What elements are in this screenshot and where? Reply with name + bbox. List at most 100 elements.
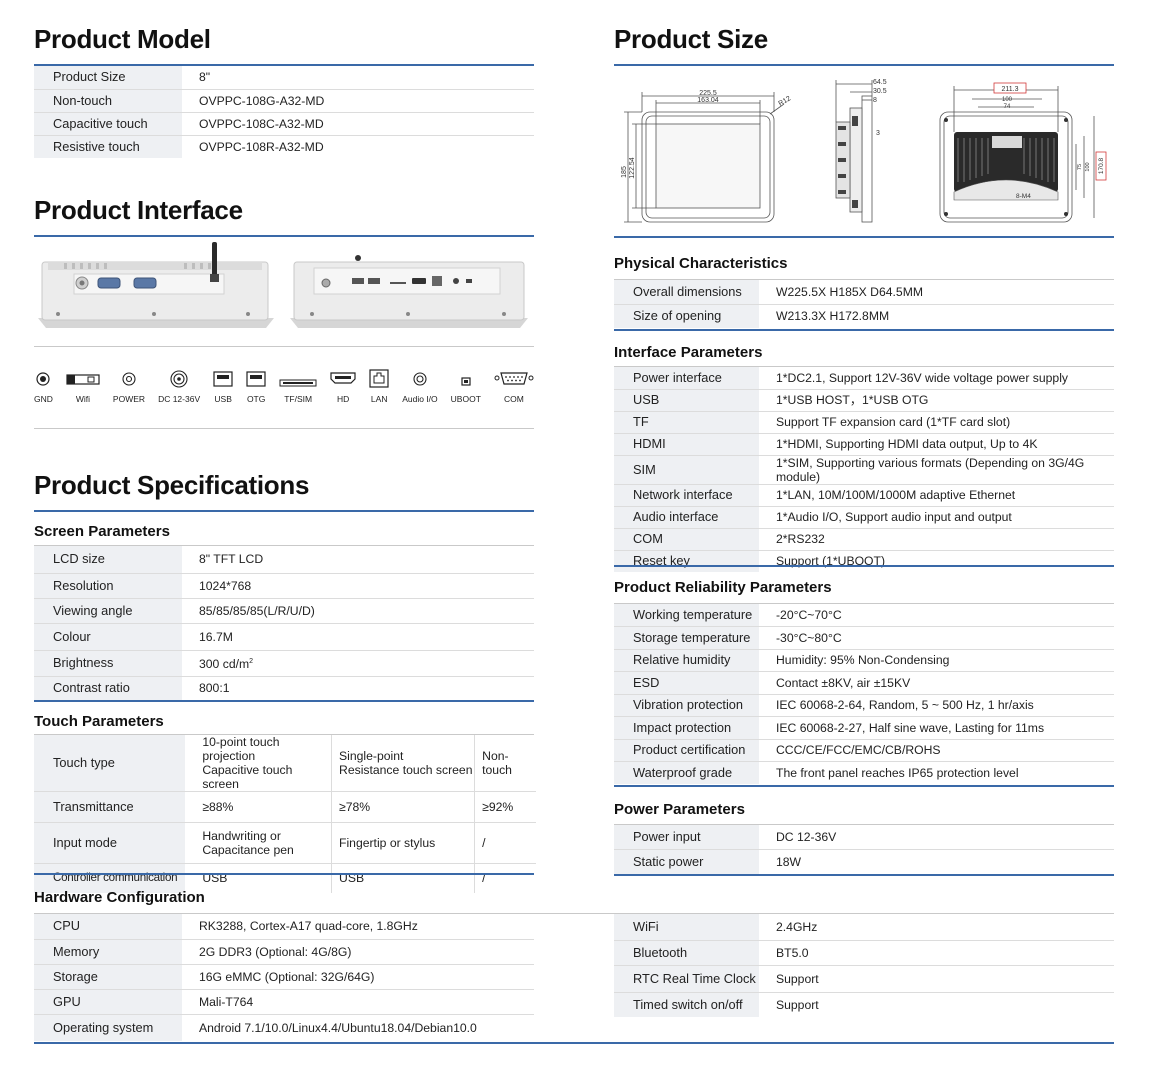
spec-value-text: 2*RS232 bbox=[776, 532, 825, 546]
spec-value-text: IEC 60068-2-64, Random, 5 ~ 500 Hz, 1 hr… bbox=[776, 698, 1034, 713]
spec-value-superscript: 2 bbox=[249, 657, 254, 665]
spec-value-text: 1*Audio I/O, Support audio input and out… bbox=[776, 510, 1012, 524]
spec-value-text: 1*HDMI, Supporting HDMI data output, Up … bbox=[776, 437, 1038, 451]
touch-key: Transmittance bbox=[34, 791, 186, 823]
spec-value: -30°C~80°C bbox=[759, 626, 1114, 650]
spec-value-text: BT5.0 bbox=[776, 945, 809, 960]
touch-cell-c1: USB bbox=[202, 871, 228, 886]
interface-item-wifi: Wifi bbox=[66, 368, 100, 404]
dim-back-mount: 8-M4 bbox=[1016, 193, 1031, 200]
spec-value: OVPPC-108G-A32-MD bbox=[182, 89, 534, 113]
touch-cell-c2: Fingertip or stylus bbox=[331, 822, 475, 864]
spec-key: Colour bbox=[34, 623, 182, 651]
spec-value-text: 16G eMMC (Optional: 32G/64G) bbox=[199, 969, 375, 984]
hardware-rule bbox=[34, 913, 1114, 914]
spec-value-text: IEC 60068-2-27, Half sine wave, Lasting … bbox=[776, 720, 1045, 735]
interface-label: TF/SIM bbox=[284, 394, 313, 404]
spec-value-text: 16.7M bbox=[199, 629, 233, 644]
audio-icon bbox=[413, 372, 427, 386]
touch-cell-c1: ≥88% bbox=[185, 791, 332, 823]
spec-key: Brightness bbox=[34, 650, 182, 677]
spec-value: 18W bbox=[759, 850, 1114, 875]
interface-label: HD bbox=[337, 394, 350, 404]
spec-key: Storage bbox=[34, 964, 182, 990]
spec-value: Android 7.1/10.0/Linux4.4/Ubuntu18.04/De… bbox=[182, 1014, 534, 1041]
spec-value: Support bbox=[759, 965, 1114, 993]
interface-rule-top bbox=[34, 346, 534, 347]
spec-value-text: RK3288, Cortex-A17 quad-core, 1.8GHz bbox=[199, 919, 418, 934]
spec-row: Waterproof grade The front panel reaches … bbox=[614, 761, 1114, 785]
spec-value: Support TF expansion card (1*TF card slo… bbox=[759, 411, 1114, 434]
spec-value: W225.5X H185X D64.5MM bbox=[759, 280, 1114, 305]
interface-label: DC 12-36V bbox=[158, 394, 201, 404]
spec-key: ESD bbox=[614, 671, 759, 695]
dim-front-height-inner: 122.54 bbox=[629, 157, 636, 179]
spec-key: RTC Real Time Clock bbox=[614, 965, 759, 993]
spec-value: DC 12-36V bbox=[759, 825, 1114, 850]
interface-params-rule-bottom bbox=[614, 565, 1114, 567]
spec-value-text: 300 cd/m bbox=[199, 657, 250, 672]
spec-key: Contrast ratio bbox=[34, 676, 182, 700]
spec-value-text: The front panel reaches IP65 protection … bbox=[776, 766, 1019, 780]
spec-key: Waterproof grade bbox=[614, 761, 759, 784]
interface-item-lan: LAN bbox=[369, 368, 389, 404]
spec-key: WiFi bbox=[614, 914, 759, 941]
spec-value-text: 1*LAN, 10M/100M/1000M adaptive Ethernet bbox=[776, 488, 1016, 502]
spec-key: Working temperature bbox=[614, 604, 759, 627]
spec-key: Impact protection bbox=[614, 716, 759, 740]
spec-value-text: Contact ±8KV, air ±15KV bbox=[776, 675, 911, 690]
interface-rule-bottom bbox=[34, 428, 534, 429]
touch-cell-c3: / bbox=[474, 822, 536, 864]
screen-rule-bottom bbox=[34, 700, 534, 702]
spec-value-text: 1024*768 bbox=[199, 578, 252, 593]
spec-key: Operating system bbox=[34, 1014, 182, 1041]
touch-cell-c3: ≥92% bbox=[474, 791, 536, 823]
interface-item-audio: Audio I/O bbox=[402, 368, 438, 404]
dim-front-width-inner: 163.04 bbox=[697, 97, 719, 104]
spec-key: Capacitive touch bbox=[34, 112, 182, 136]
spec-key: Resolution bbox=[34, 573, 182, 599]
dim-back-height-3: 100 bbox=[1085, 162, 1091, 171]
interface-params-rule bbox=[614, 366, 1114, 367]
spec-key: Reset key bbox=[614, 550, 759, 572]
spec-value-text: 1*DC2.1, Support 12V-36V wide voltage po… bbox=[776, 370, 1068, 385]
power-icon bbox=[122, 372, 136, 386]
spec-value-text: 1*SIM, Supporting various formats (Depen… bbox=[776, 455, 1085, 484]
interface-label: Audio I/O bbox=[402, 394, 438, 404]
product-specifications-title: Product Specifications bbox=[34, 470, 310, 500]
dim-back-width: 211.3 bbox=[1002, 86, 1019, 93]
touch-key: Touch type bbox=[34, 735, 186, 792]
spec-value: W213.3X H172.8MM bbox=[759, 304, 1114, 328]
spec-key: Size of opening bbox=[614, 304, 759, 328]
spec-value: Mali-T764 bbox=[182, 989, 534, 1015]
spec-value: -20°C~70°C bbox=[759, 604, 1114, 627]
interface-item-uboot: UBOOT bbox=[451, 368, 481, 404]
touch-key: Input mode bbox=[34, 822, 186, 864]
spec-value: 2*RS232 bbox=[759, 528, 1114, 551]
touch-rule bbox=[34, 734, 534, 735]
dim-front-width: 225.5 bbox=[699, 90, 717, 97]
interface-item-gnd: GND bbox=[34, 368, 53, 404]
spec-key: Overall dimensions bbox=[614, 280, 759, 305]
spec-value-text: CCC/CE/FCC/EMC/CB/ROHS bbox=[776, 743, 941, 758]
specifications-rule bbox=[34, 510, 534, 512]
spec-value: The front panel reaches IP65 protection … bbox=[759, 762, 1114, 785]
